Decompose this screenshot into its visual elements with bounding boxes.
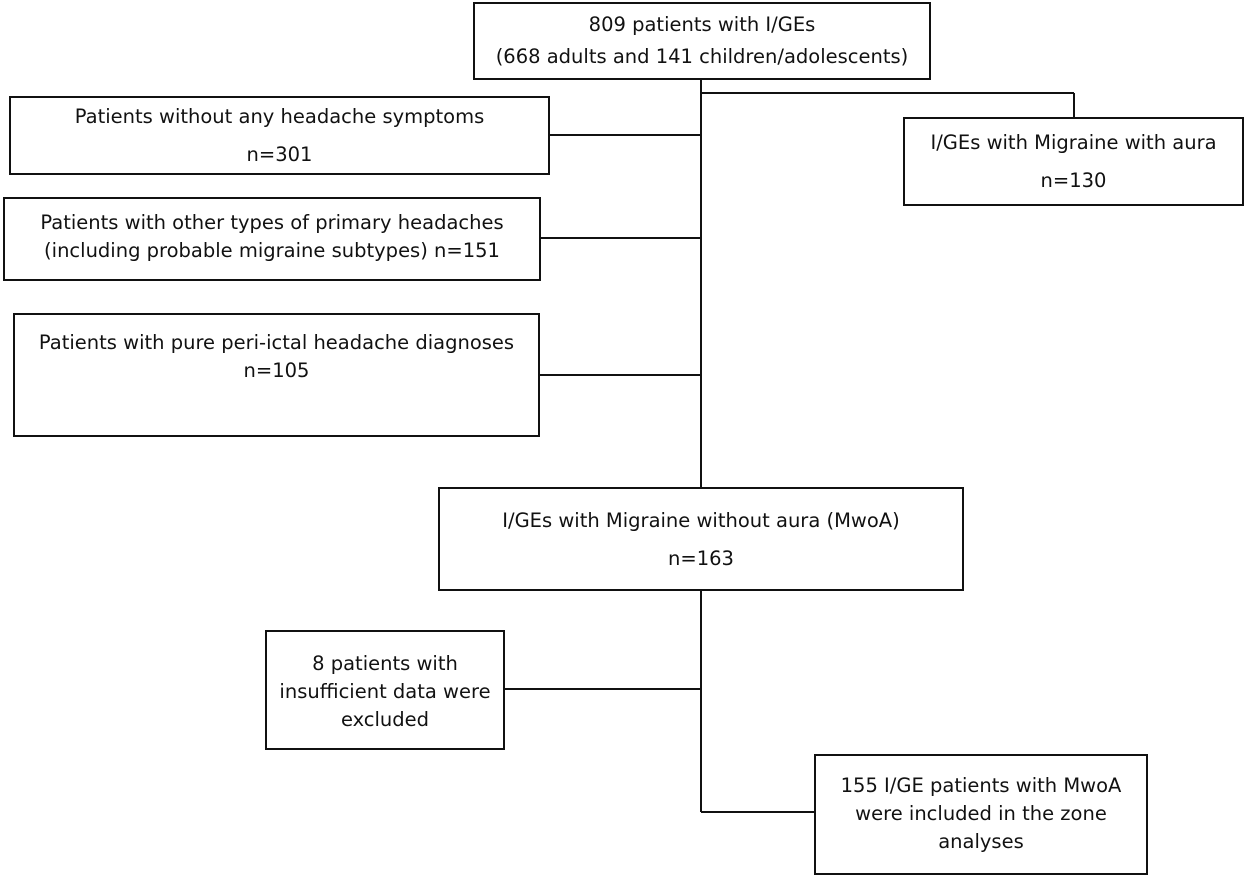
box-total-line1: 809 patients with I/GEs <box>588 13 816 36</box>
box-periictal-line1: Patients with pure peri-ictal headache d… <box>38 331 515 354</box>
box-periictal: Patients with pure peri-ictal headache d… <box>13 313 540 437</box>
box-included-line3: analyses <box>938 830 1024 853</box>
box-other-line1: Patients with other types of primary hea… <box>40 211 504 234</box>
box-migraine-with-aura: I/GEs with Migraine with aura n=130 <box>903 117 1244 206</box>
box-included-line2: were included in the zone <box>855 802 1107 825</box>
box-periictal-line2: n=105 <box>243 359 310 382</box>
box-aura-line2: n=130 <box>1040 169 1107 192</box>
box-migraine-without-aura: I/GEs with Migraine without aura (MwoA) … <box>438 487 964 591</box>
box-excluded-line3: excluded <box>340 708 430 731</box>
box-included-line1: 155 I/GE patients with MwoA <box>840 774 1122 797</box>
box-no-headache: Patients without any headache symptoms n… <box>9 96 550 175</box>
box-no-headache-line2: n=301 <box>246 143 313 166</box>
box-aura-line1: I/GEs with Migraine with aura <box>930 131 1217 154</box>
box-total-line2: (668 adults and 141 children/adolescents… <box>495 45 909 68</box>
box-other-line2: (including probable migraine subtypes) n… <box>44 239 500 262</box>
box-no-headache-line1: Patients without any headache symptoms <box>74 105 485 128</box>
box-included: 155 I/GE patients with MwoA were include… <box>814 754 1148 875</box>
box-excluded-line2: insufficient data were <box>279 680 491 703</box>
box-excluded-line1: 8 patients with <box>312 652 458 675</box>
box-other-headaches: Patients with other types of primary hea… <box>3 197 541 281</box>
box-excluded: 8 patients with insufficient data were e… <box>265 630 505 750</box>
box-mwoa-line1: I/GEs with Migraine without aura (MwoA) <box>502 509 900 532</box>
box-total-patients: 809 patients with I/GEs (668 adults and … <box>473 2 931 80</box>
box-mwoa-line2: n=163 <box>668 547 734 570</box>
